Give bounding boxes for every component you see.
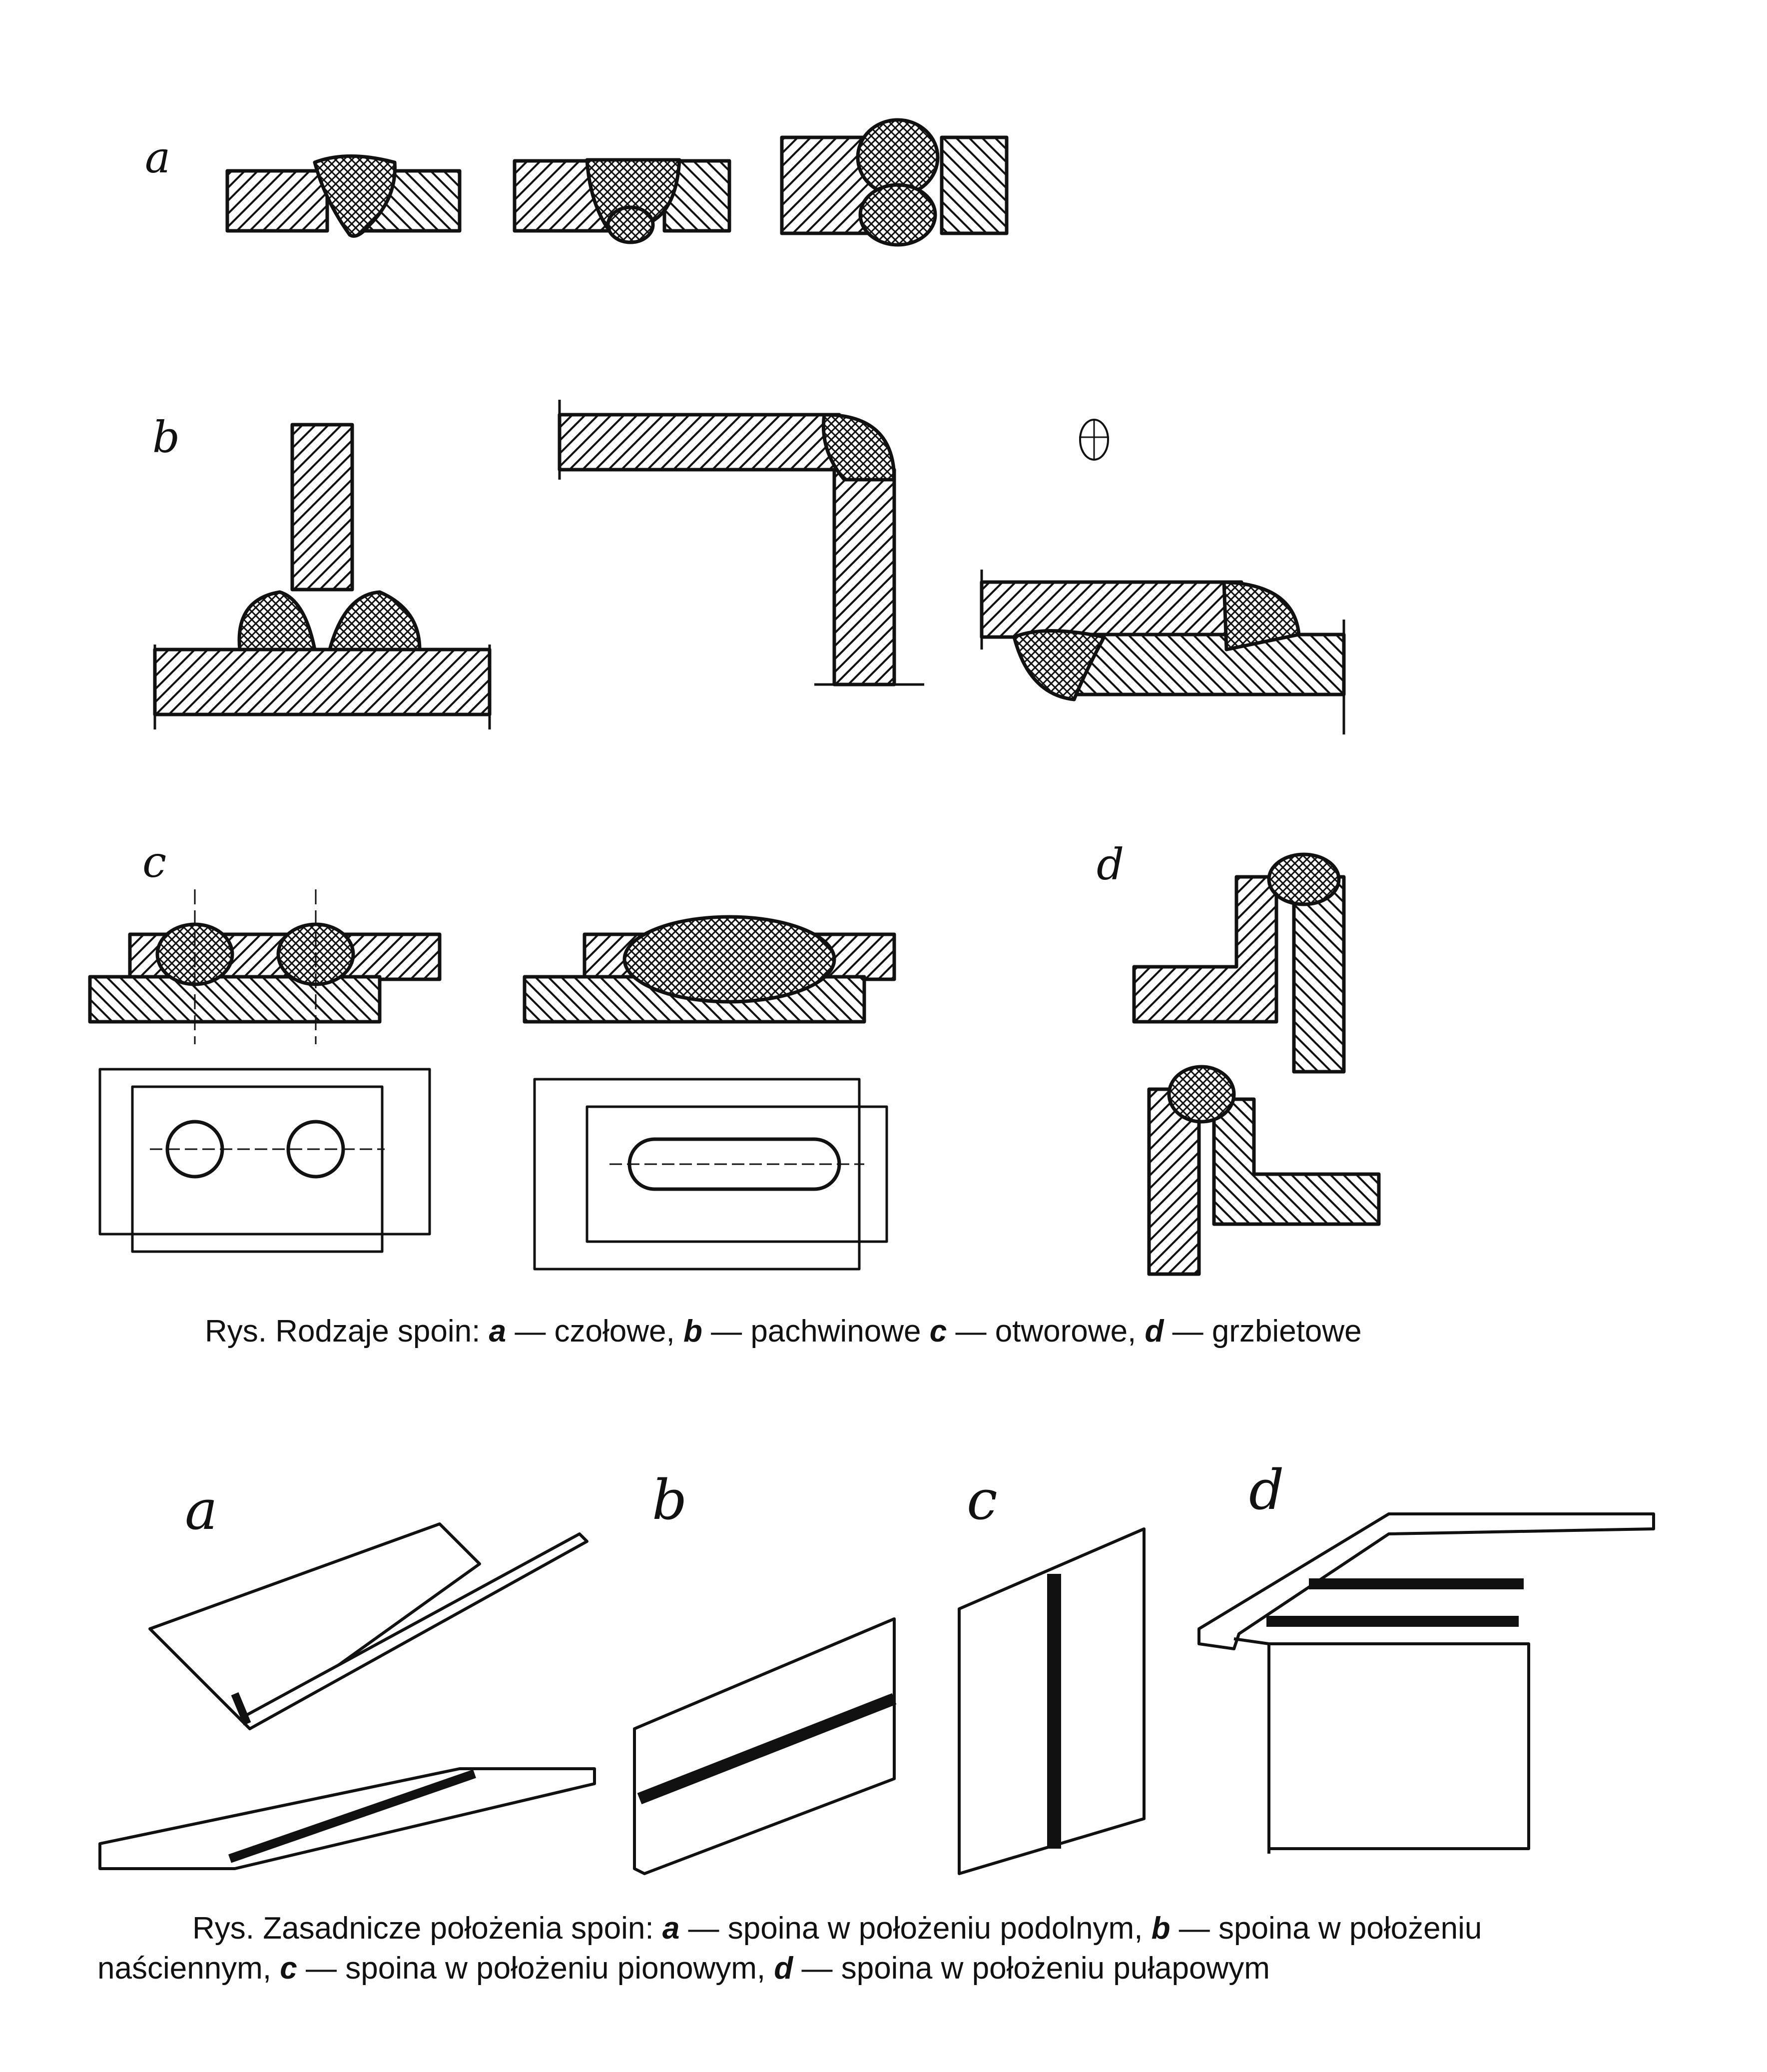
fig2-label-b: b — [652, 1468, 687, 1532]
fig1-label-a: a — [145, 133, 170, 183]
caption-segment: b — [683, 1314, 702, 1349]
weld-position-b — [633, 1617, 897, 1875]
caption-segment: Rys. Rodzaje spoin: — [205, 1314, 489, 1349]
caption-segment: — spoina w położeniu podolnym, — [679, 1911, 1151, 1946]
fig1-label-c: c — [142, 837, 166, 887]
caption-segment: — spoina w położeniu pułapowym — [793, 1951, 1270, 1986]
fig1-label-b: b — [152, 413, 180, 463]
caption-segment: d — [774, 1951, 793, 1986]
fig2-label-d: d — [1249, 1458, 1284, 1522]
caption-segment: naściennym, — [97, 1951, 280, 1986]
edge-weld-diagrams — [1132, 852, 1381, 1276]
caption-segment: — czołowe, — [506, 1314, 683, 1349]
caption-segment: Rys. Zasadnicze położenia spoin: — [192, 1911, 662, 1946]
caption-segment: a — [489, 1314, 506, 1349]
figure1-caption: Rys. Rodzaje spoin: a — czołowe, b — pac… — [205, 1314, 1362, 1349]
caption-segment: — spoina w położeniu — [1171, 1911, 1482, 1946]
caption-segment: c — [280, 1951, 297, 1986]
weld-position-d — [1197, 1512, 1655, 1854]
figure2-caption-line2: naściennym, c — spoina w położeniu piono… — [97, 1951, 1270, 1986]
fillet-weld-diagrams — [153, 400, 1346, 734]
caption-segment: d — [1145, 1314, 1165, 1349]
fig2-label-c: c — [967, 1468, 998, 1532]
caption-segment: a — [662, 1911, 679, 1946]
caption-segment: — spoina w położeniu pionowym, — [297, 1951, 774, 1986]
butt-weld-diagrams — [225, 118, 1009, 247]
caption-segment: b — [1152, 1911, 1171, 1946]
caption-segment: c — [930, 1314, 947, 1349]
plug-weld-diagrams — [88, 889, 896, 1271]
fig2-label-a: a — [185, 1478, 218, 1542]
weld-position-c — [958, 1527, 1146, 1875]
fig1-label-d: d — [1097, 840, 1124, 890]
figure2-caption-line1: Rys. Zasadnicze położenia spoin: a — spo… — [192, 1911, 1482, 1946]
caption-segment: — grzbietowe — [1164, 1314, 1361, 1349]
caption-segment: — pachwinowe — [702, 1314, 930, 1349]
caption-segment: — otworowe, — [947, 1314, 1145, 1349]
weld-position-a — [98, 1522, 596, 1870]
